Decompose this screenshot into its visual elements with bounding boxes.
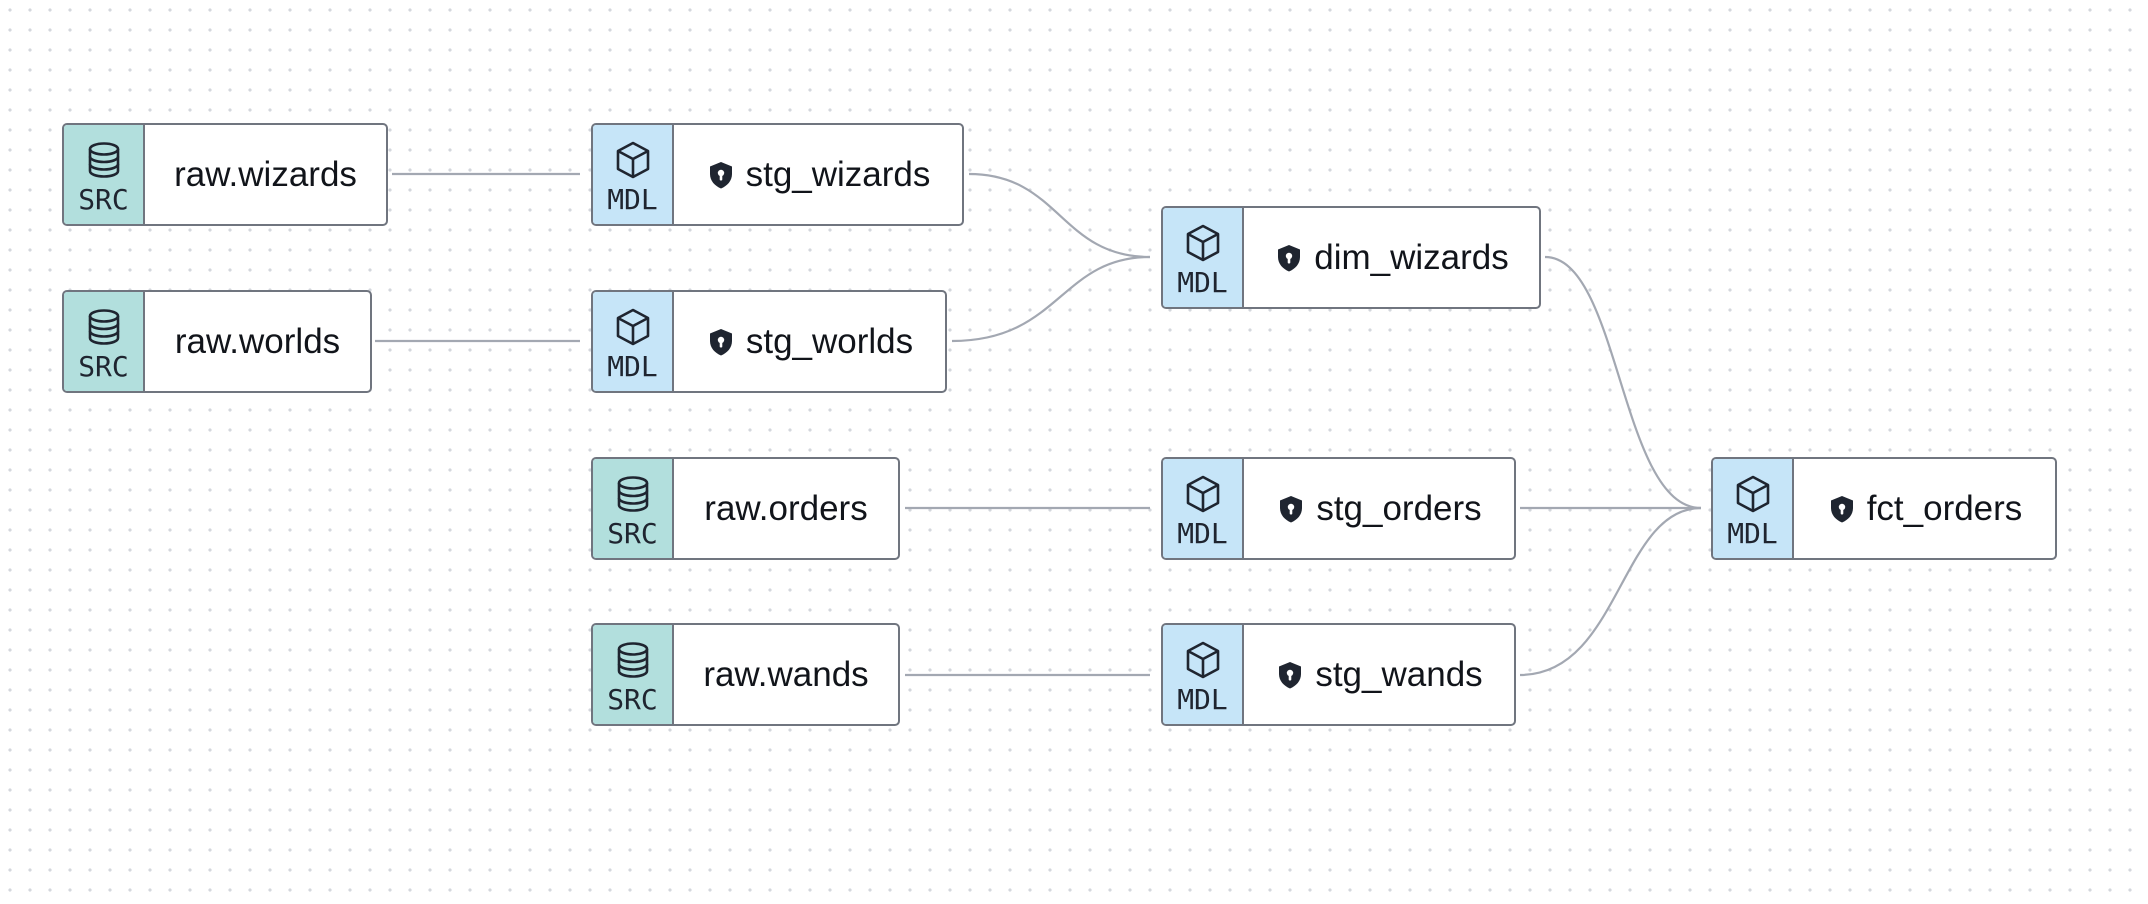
node-label: fct_orders bbox=[1866, 488, 2023, 528]
node-label: raw.orders bbox=[704, 488, 868, 528]
model-badge: MDL bbox=[593, 125, 674, 224]
cube-icon bbox=[1183, 474, 1223, 514]
node-dim-wizards[interactable]: MDL dim_wizards bbox=[1161, 206, 1541, 309]
node-stg-worlds[interactable]: MDL stg_worlds bbox=[591, 290, 947, 393]
node-stg-wands[interactable]: MDL stg_wands bbox=[1161, 623, 1516, 726]
node-raw-wands[interactable]: SRC raw.wands bbox=[591, 623, 900, 726]
model-badge: MDL bbox=[1163, 459, 1244, 558]
node-raw-wizards[interactable]: SRC raw.wizards bbox=[62, 123, 388, 226]
database-icon bbox=[613, 640, 653, 680]
shield-lock-icon bbox=[1827, 494, 1857, 524]
shield-lock-icon bbox=[706, 327, 736, 357]
cube-icon bbox=[1733, 474, 1773, 514]
node-kind: MDL bbox=[607, 182, 658, 216]
source-badge: SRC bbox=[593, 625, 674, 724]
shield-lock-icon bbox=[1275, 660, 1305, 690]
node-label: stg_wizards bbox=[745, 154, 931, 194]
node-kind: MDL bbox=[1727, 516, 1778, 550]
shield-lock-icon bbox=[1274, 243, 1304, 273]
node-kind: MDL bbox=[1177, 516, 1228, 550]
source-badge: SRC bbox=[593, 459, 674, 558]
node-kind: MDL bbox=[1177, 265, 1228, 299]
node-label: stg_wands bbox=[1315, 654, 1483, 694]
node-kind: MDL bbox=[607, 349, 658, 383]
node-stg-orders[interactable]: MDL stg_orders bbox=[1161, 457, 1516, 560]
model-badge: MDL bbox=[593, 292, 674, 391]
edge-stg-wands-to-fct-orders bbox=[1519, 506, 1702, 677]
node-kind: SRC bbox=[607, 516, 658, 550]
cube-icon bbox=[1183, 640, 1223, 680]
node-label: raw.worlds bbox=[174, 321, 341, 361]
node-kind: SRC bbox=[78, 349, 129, 383]
database-icon bbox=[613, 474, 653, 514]
database-icon bbox=[84, 307, 124, 347]
source-badge: SRC bbox=[64, 125, 145, 224]
model-badge: MDL bbox=[1713, 459, 1794, 558]
cube-icon bbox=[613, 140, 653, 180]
edge-stg-worlds-to-dim-wizards bbox=[951, 255, 1151, 343]
model-badge: MDL bbox=[1163, 208, 1244, 307]
shield-lock-icon bbox=[1276, 494, 1306, 524]
node-label: dim_wizards bbox=[1314, 237, 1509, 277]
node-kind: SRC bbox=[607, 682, 658, 716]
node-kind: MDL bbox=[1177, 682, 1228, 716]
node-label: raw.wands bbox=[703, 654, 869, 694]
database-icon bbox=[84, 140, 124, 180]
cube-icon bbox=[1183, 223, 1223, 263]
model-badge: MDL bbox=[1163, 625, 1244, 724]
node-label: stg_worlds bbox=[745, 321, 914, 361]
node-raw-worlds[interactable]: SRC raw.worlds bbox=[62, 290, 372, 393]
node-kind: SRC bbox=[78, 182, 129, 216]
node-raw-orders[interactable]: SRC raw.orders bbox=[591, 457, 900, 560]
cube-icon bbox=[613, 307, 653, 347]
shield-lock-icon bbox=[706, 160, 736, 190]
node-label: stg_orders bbox=[1316, 488, 1482, 528]
edge-dim-wizards-to-fct-orders bbox=[1544, 255, 1702, 510]
node-label: raw.wizards bbox=[174, 154, 357, 194]
node-fct-orders[interactable]: MDL fct_orders bbox=[1711, 457, 2057, 560]
edge-stg-wizards-to-dim-wizards bbox=[968, 172, 1151, 259]
node-stg-wizards[interactable]: MDL stg_wizards bbox=[591, 123, 964, 226]
source-badge: SRC bbox=[64, 292, 145, 391]
